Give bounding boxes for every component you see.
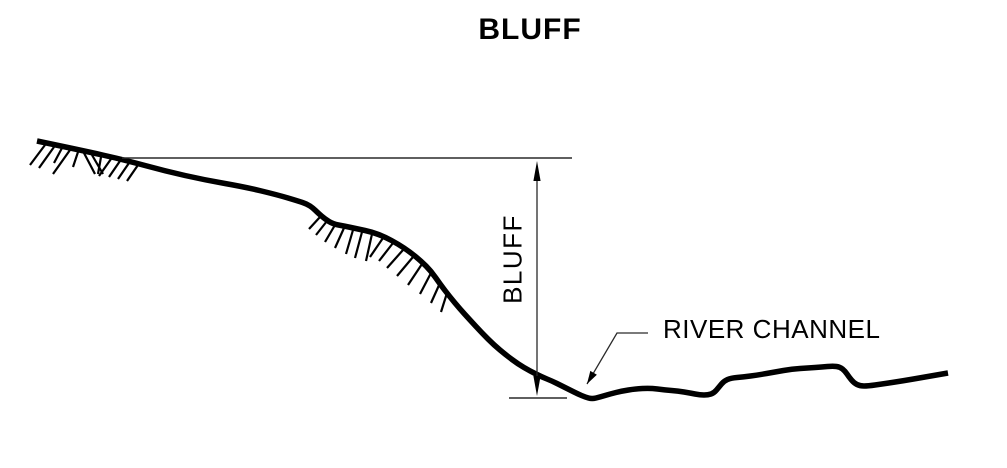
hatch-stroke — [53, 147, 63, 164]
hatch-stroke — [98, 158, 112, 177]
hatch-stroke — [364, 233, 374, 262]
hatch-marks-left — [29, 144, 139, 182]
hatch-stroke — [344, 229, 355, 255]
river-channel-leader-line — [586, 332, 648, 385]
hatch-stroke — [315, 220, 328, 236]
hatch-stroke — [419, 272, 432, 295]
hatch-stroke — [353, 231, 364, 259]
hatch-stroke — [308, 216, 321, 230]
dimension-arrow-top — [533, 161, 541, 181]
hatch-stroke — [108, 160, 121, 178]
hatch-stroke — [52, 149, 71, 175]
river-channel-leader-arrowhead — [587, 370, 597, 384]
hatch-stroke — [407, 263, 423, 286]
hatch-stroke — [126, 164, 139, 182]
diagram-title: BLUFF — [478, 13, 582, 46]
hatch-stroke — [83, 152, 96, 175]
hatch-stroke — [71, 151, 80, 168]
hatch-marks-middle — [308, 216, 449, 313]
hatch-stroke — [96, 156, 103, 175]
bluff-dimension-label: BLUFF — [497, 214, 528, 304]
hatch-stroke — [29, 144, 46, 166]
hatch-stroke — [439, 292, 449, 313]
hatch-stroke — [378, 242, 394, 262]
hatch-stroke — [91, 154, 104, 175]
dimension-arrow-bottom — [533, 376, 541, 396]
terrain-profile-line — [36, 138, 949, 402]
river-channel-label: RIVER CHANNEL — [663, 314, 881, 344]
hatch-stroke — [117, 162, 130, 180]
hatch-stroke — [324, 224, 336, 243]
hatch-stroke — [429, 282, 442, 304]
hatch-stroke — [333, 227, 346, 249]
hatch-stroke — [369, 237, 384, 258]
hatch-stroke — [386, 249, 404, 269]
hatch-stroke — [396, 256, 414, 277]
hatch-stroke — [38, 146, 55, 169]
